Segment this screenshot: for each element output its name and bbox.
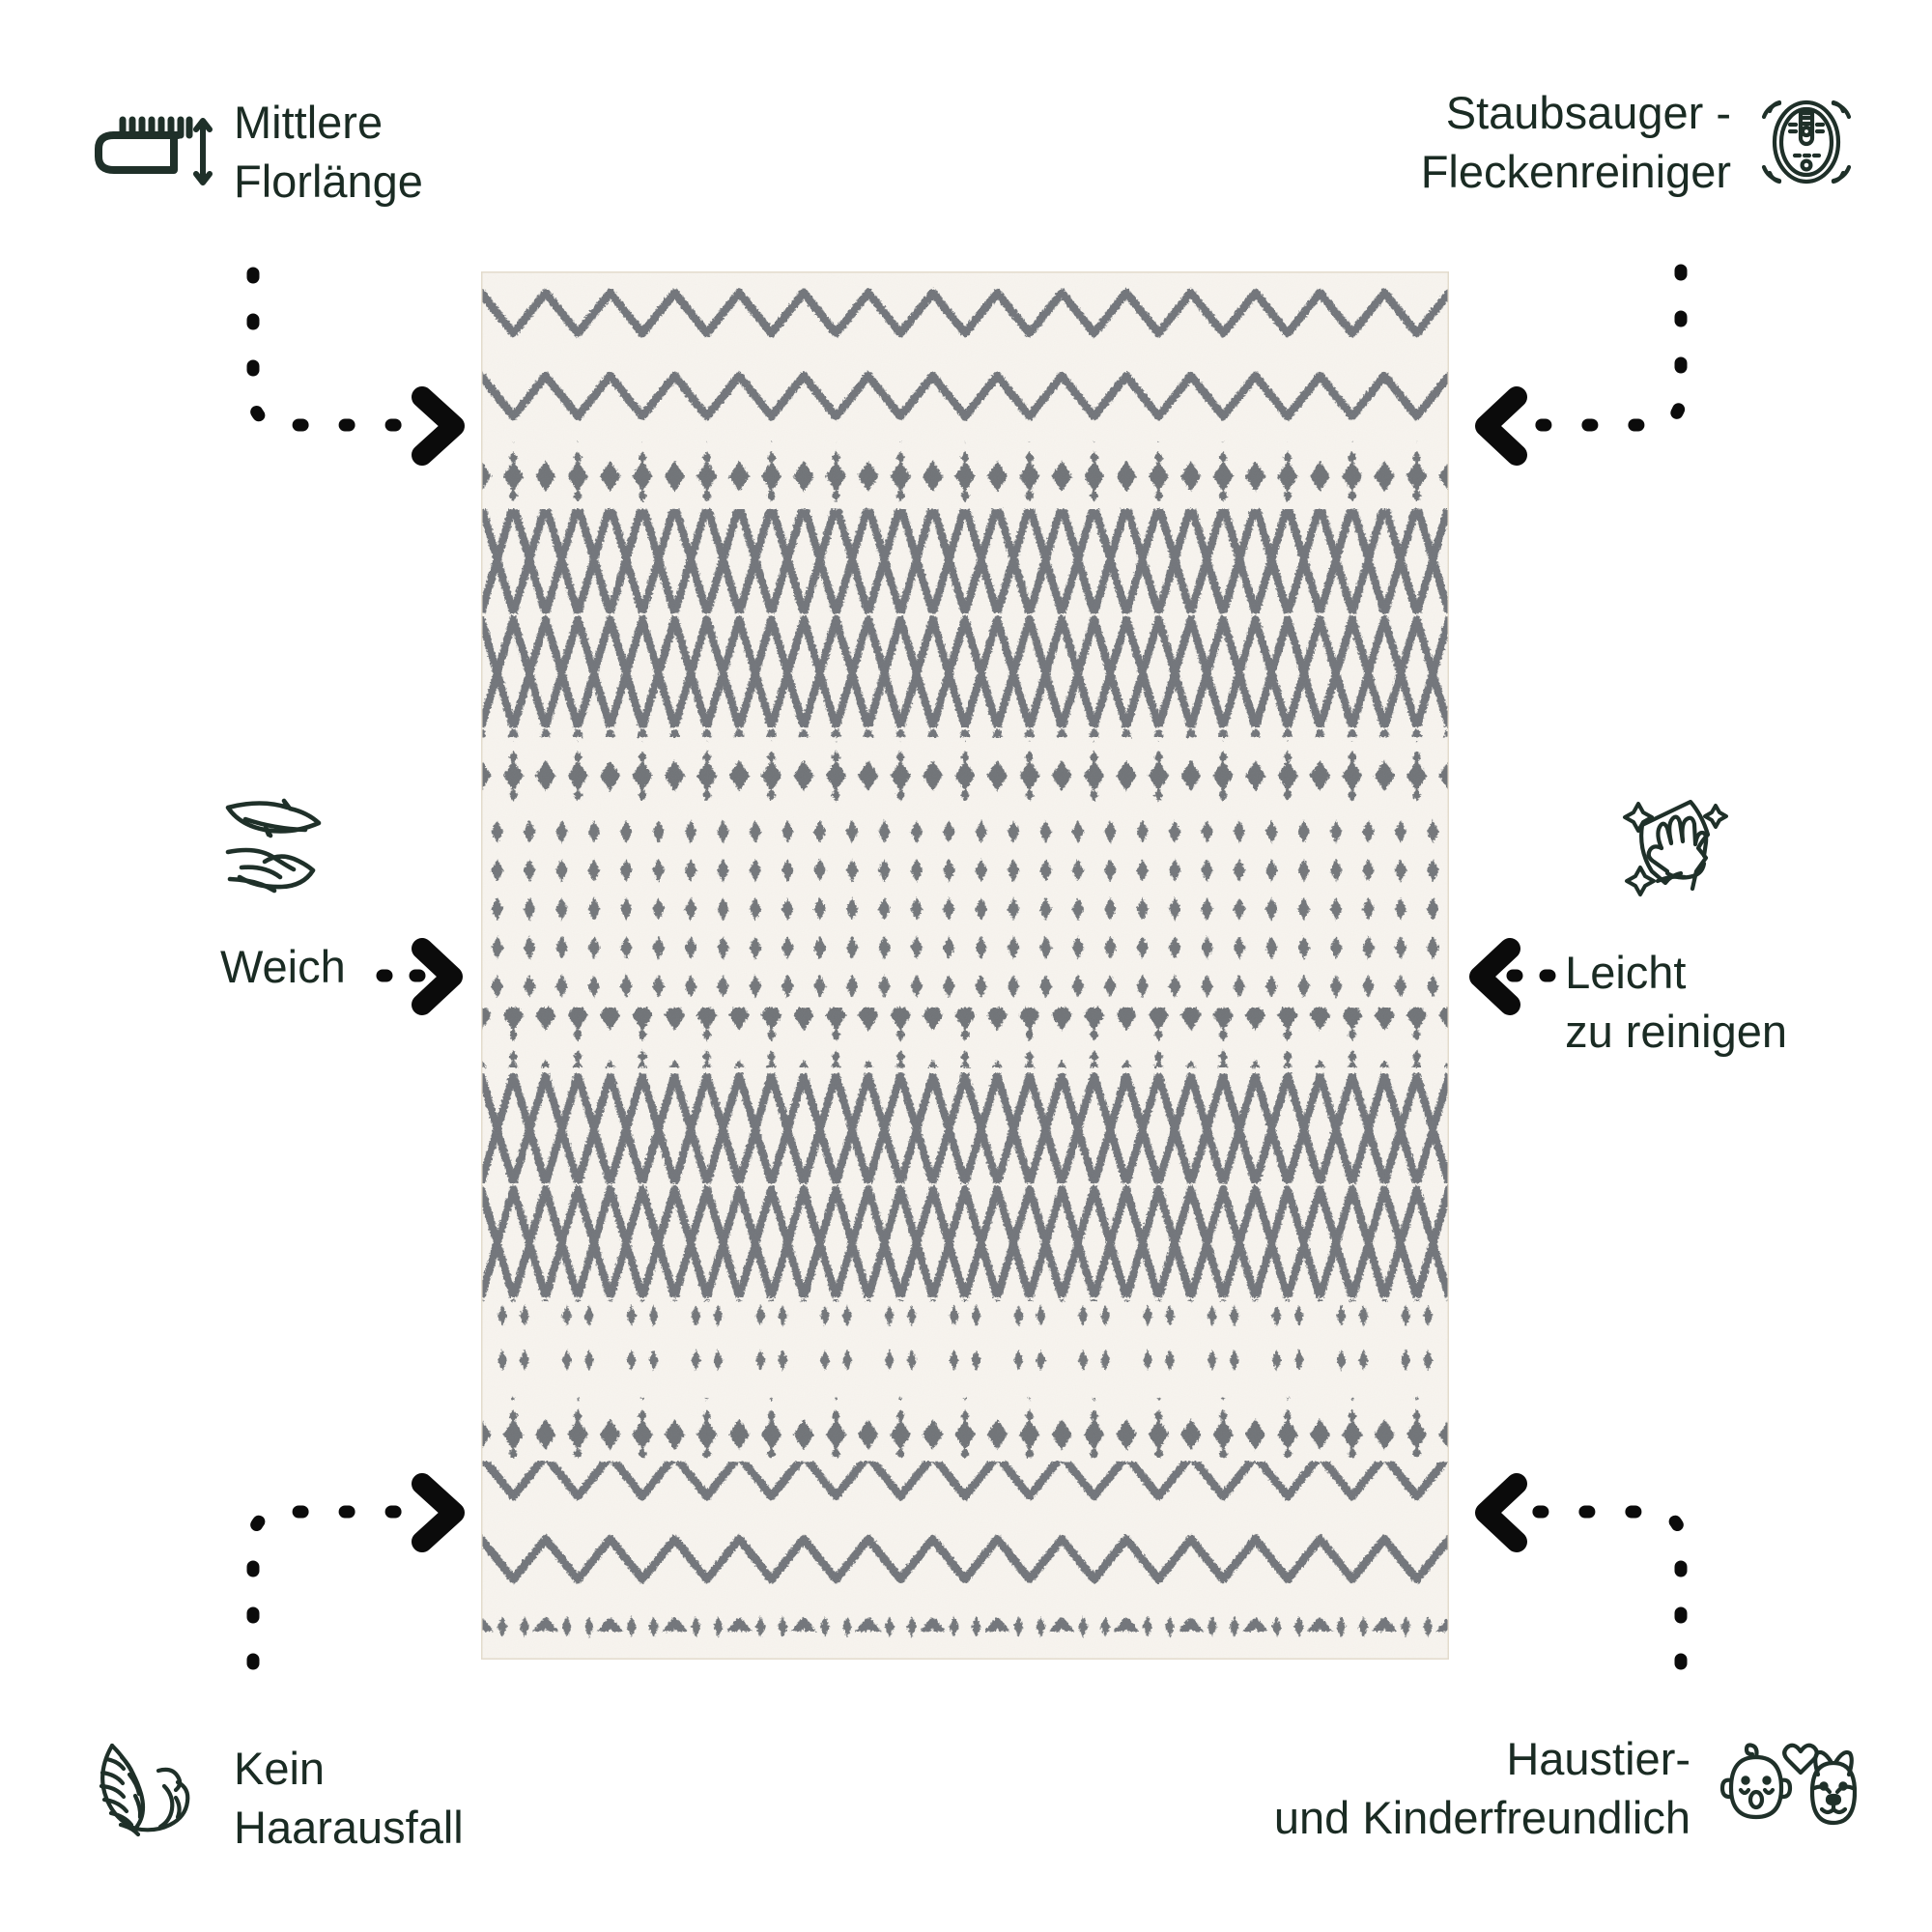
- arrowhead-right: [1469, 938, 1520, 1015]
- arrowhead-top-left: [412, 386, 465, 466]
- arrow-path-bottom-left: [246, 1505, 443, 1670]
- arrowhead-bottom-left: [412, 1473, 465, 1552]
- arrow-path-bottom-right: [1496, 1505, 1688, 1670]
- feature-label-pile-length: Mittlere Florlänge: [234, 97, 423, 208]
- rug-product-image: [481, 271, 1449, 1660]
- feature-label-easy-clean: Leicht zu reinigen: [1565, 947, 1787, 1058]
- robot-vacuum-icon: [1750, 86, 1862, 198]
- feature-pile-length: Mittlere Florlänge: [89, 93, 423, 211]
- feature-no-shedding: Kein Haarausfall: [87, 1739, 464, 1857]
- feature-easy-clean: Leicht zu reinigen: [1565, 792, 1787, 1061]
- carpet-pile-height-icon: [89, 110, 213, 193]
- feature-soft-row: Weich: [220, 937, 346, 996]
- feature-pet-child-friendly: Haustier- und Kinderfreundlich: [1274, 1729, 1857, 1847]
- arrow-path-top-left: [246, 267, 443, 432]
- feature-soft: Weich: [220, 792, 346, 996]
- baby-and-dog-icon: [1712, 1732, 1857, 1844]
- cleaning-cloth-sparkle-icon: [1615, 792, 1737, 904]
- feature-clean-row: Leicht zu reinigen: [1565, 943, 1787, 1061]
- arrowhead-bottom-right: [1475, 1473, 1527, 1552]
- feather-icon: [87, 1740, 209, 1856]
- feather-in-hand-icon: [220, 792, 344, 898]
- feature-label-no-shedding: Kein Haarausfall: [234, 1743, 464, 1854]
- feature-label-pet-child-friendly: Haustier- und Kinderfreundlich: [1273, 1733, 1690, 1844]
- feature-label-vacuum-stain: Staubsauger - Fleckenreiniger: [1420, 87, 1731, 198]
- arrowhead-top-right: [1475, 386, 1527, 466]
- feature-label-soft: Weich: [220, 941, 346, 992]
- arrow-path-top-right: [1496, 264, 1688, 432]
- feature-vacuum-stain: Staubsauger - Fleckenreiniger: [1421, 83, 1862, 201]
- arrowhead-left: [412, 938, 463, 1015]
